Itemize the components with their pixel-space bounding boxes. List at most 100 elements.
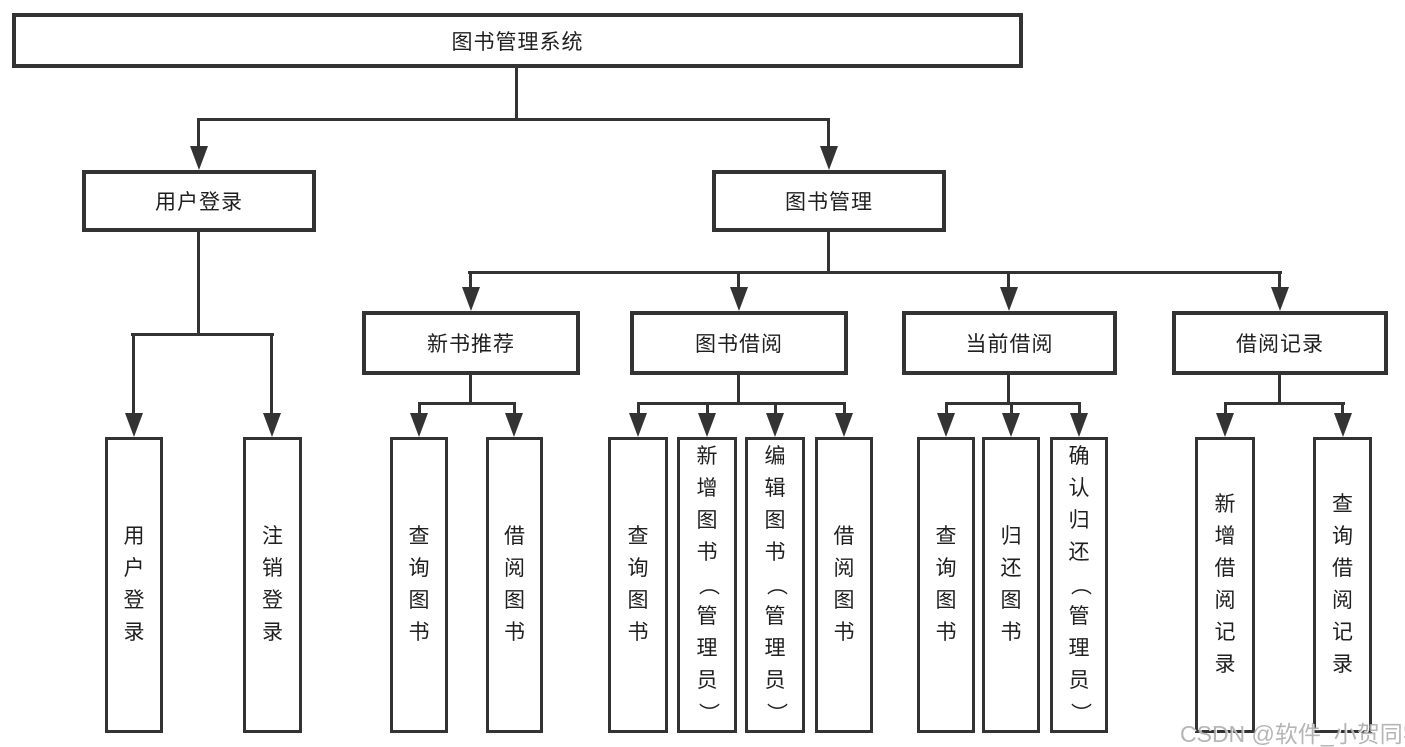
vertical-char: （ bbox=[764, 574, 787, 596]
vertical-char: 记 bbox=[1332, 621, 1353, 644]
arrow-down-icon bbox=[1334, 413, 1352, 437]
vertical-char: 查 bbox=[1332, 493, 1353, 516]
connector-line bbox=[1224, 402, 1227, 417]
vertical-char: 增 bbox=[1214, 525, 1236, 548]
vertical-char: ） bbox=[1068, 702, 1091, 724]
vertical-char: 用 bbox=[123, 525, 145, 548]
vertical-char: 询 bbox=[408, 557, 430, 580]
connector-line bbox=[197, 118, 830, 121]
connector-line bbox=[418, 402, 421, 417]
leaf-query-books-borrow: 查询图书 bbox=[608, 437, 668, 733]
connector-line bbox=[843, 402, 846, 417]
vertical-char: 还 bbox=[1068, 541, 1090, 564]
vertical-char: 记 bbox=[1214, 621, 1236, 644]
arrow-down-icon bbox=[1000, 287, 1018, 311]
vertical-char: 阅 bbox=[833, 557, 855, 580]
arrow-down-icon bbox=[698, 413, 716, 437]
vertical-char: 书 bbox=[504, 621, 525, 644]
node-borrowing-records: 借阅记录 bbox=[1172, 311, 1388, 375]
vertical-char: 图 bbox=[1000, 589, 1022, 612]
vertical-char: 新 bbox=[696, 445, 718, 468]
connector-line bbox=[515, 68, 518, 118]
node-book-borrowing: 图书借阅 bbox=[630, 311, 848, 375]
connector-line bbox=[1224, 402, 1345, 405]
arrow-down-icon bbox=[937, 413, 955, 437]
connector-line bbox=[827, 118, 830, 150]
arrow-down-icon bbox=[629, 413, 647, 437]
leaf-logout: 注销登录 bbox=[243, 437, 302, 733]
vertical-char: 借 bbox=[833, 525, 855, 548]
connector-line bbox=[945, 402, 948, 417]
vertical-char: 管 bbox=[1068, 605, 1090, 628]
leaf-borrow-books: 借阅图书 bbox=[815, 437, 873, 733]
node-book-management: 图书管理 bbox=[712, 170, 946, 232]
vertical-char: 图 bbox=[833, 589, 855, 612]
vertical-char: 员 bbox=[764, 669, 786, 692]
vertical-char: 借 bbox=[504, 525, 525, 548]
leaf-add-borrow-record: 新增借阅记录 bbox=[1195, 437, 1255, 733]
arrow-down-icon bbox=[1216, 413, 1234, 437]
vertical-char: 书 bbox=[1000, 621, 1022, 644]
vertical-char: 借 bbox=[1214, 557, 1236, 580]
connector-line bbox=[945, 402, 1081, 405]
vertical-char: 录 bbox=[123, 621, 145, 644]
vertical-char: 还 bbox=[1000, 557, 1022, 580]
connector-line bbox=[132, 333, 135, 417]
vertical-char: 归 bbox=[1068, 509, 1090, 532]
arrow-down-icon bbox=[1070, 413, 1088, 437]
vertical-char: 阅 bbox=[1214, 589, 1236, 612]
vertical-char: 询 bbox=[1332, 525, 1353, 548]
vertical-char: 阅 bbox=[504, 557, 525, 580]
connector-line bbox=[1007, 271, 1010, 291]
vertical-char: 辑 bbox=[764, 477, 786, 500]
connector-line bbox=[1341, 402, 1344, 417]
leaf-add-books-admin: 新增图书（管理员） bbox=[677, 437, 737, 733]
vertical-char: 编 bbox=[764, 445, 786, 468]
vertical-char: 员 bbox=[696, 669, 718, 692]
connector-line bbox=[270, 333, 273, 417]
connector-line bbox=[131, 333, 274, 336]
connector-line bbox=[1078, 402, 1081, 417]
vertical-char: 图 bbox=[504, 589, 525, 612]
vertical-char: 书 bbox=[935, 621, 957, 644]
connector-line bbox=[706, 402, 709, 417]
leaf-edit-books-admin: 编辑图书（管理员） bbox=[745, 437, 805, 733]
connector-line bbox=[637, 402, 846, 405]
arrow-down-icon bbox=[410, 413, 428, 437]
arrow-down-icon bbox=[462, 287, 480, 311]
connector-line bbox=[774, 402, 777, 417]
vertical-char: 询 bbox=[627, 557, 649, 580]
connector-line bbox=[197, 118, 200, 150]
connector-line bbox=[1007, 375, 1010, 405]
vertical-char: 书 bbox=[696, 541, 718, 564]
connector-line bbox=[469, 375, 472, 405]
vertical-char: 注 bbox=[262, 525, 283, 548]
vertical-char: 录 bbox=[1214, 653, 1236, 676]
vertical-char: 图 bbox=[764, 509, 786, 532]
vertical-char: 销 bbox=[262, 557, 283, 580]
connector-line bbox=[827, 232, 830, 274]
connector-line bbox=[513, 402, 516, 417]
arrow-down-icon bbox=[505, 413, 523, 437]
connector-line bbox=[418, 402, 516, 405]
vertical-char: 录 bbox=[262, 621, 283, 644]
vertical-char: 员 bbox=[1068, 669, 1090, 692]
vertical-char: 图 bbox=[696, 509, 718, 532]
node-new-book-recommend: 新书推荐 bbox=[362, 311, 580, 375]
arrow-down-icon bbox=[190, 146, 208, 170]
leaf-query-books-recommend: 查询图书 bbox=[390, 437, 448, 733]
vertical-char: 询 bbox=[935, 557, 957, 580]
leaf-query-books-current: 查询图书 bbox=[917, 437, 975, 733]
vertical-char: 确 bbox=[1068, 445, 1090, 468]
vertical-char: 图 bbox=[935, 589, 957, 612]
connector-line bbox=[468, 271, 1282, 274]
connector-line bbox=[737, 271, 740, 291]
vertical-char: 理 bbox=[1068, 637, 1090, 660]
leaf-borrow-books-recommend: 借阅图书 bbox=[486, 437, 543, 733]
leaf-confirm-return-admin: 确认归还（管理员） bbox=[1050, 437, 1108, 733]
connector-line bbox=[197, 232, 200, 336]
connector-line bbox=[1278, 271, 1281, 291]
vertical-char: 增 bbox=[696, 477, 718, 500]
vertical-char: 归 bbox=[1000, 525, 1022, 548]
